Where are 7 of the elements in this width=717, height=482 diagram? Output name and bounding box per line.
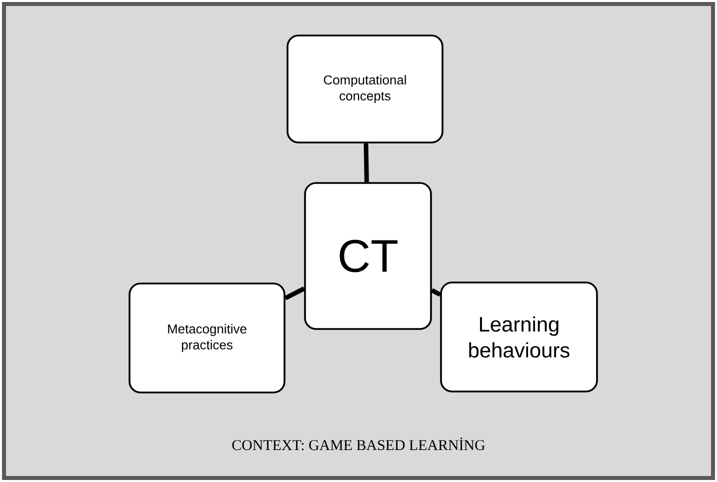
connector-line (430, 288, 442, 297)
concept-box: Computational concepts (286, 34, 444, 144)
connector-line (364, 143, 369, 182)
concept-box: Learning behaviours (440, 282, 598, 392)
connector-line (284, 286, 306, 300)
concept-box: Metacognitive practices (128, 282, 286, 394)
concept-box: CT (304, 182, 432, 330)
